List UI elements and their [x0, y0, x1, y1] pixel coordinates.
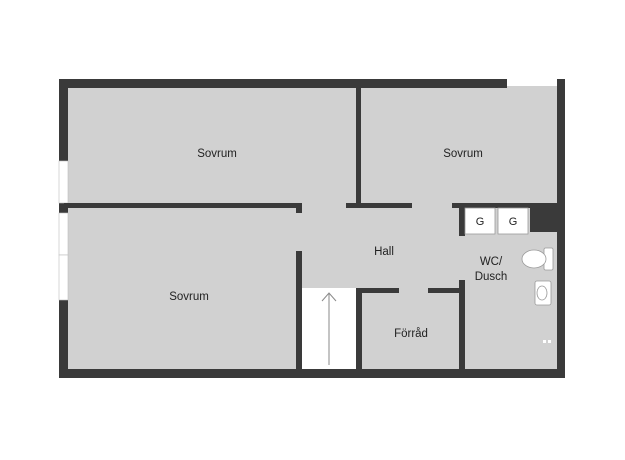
- shower-drain-icon: [543, 340, 551, 343]
- room-label-hall: Hall: [374, 246, 394, 258]
- outer-walls: [59, 79, 565, 378]
- room-label-sovrum-bottom-left: Sovrum: [169, 291, 209, 303]
- closet-units: [464, 207, 529, 235]
- room-label-forrad: Förråd: [394, 328, 428, 340]
- closet-label-g1: G: [476, 216, 485, 228]
- room-label-wc-line2: Dusch: [475, 271, 508, 283]
- room-label-sovrum-top-right: Sovrum: [443, 148, 483, 160]
- window-top-right: [507, 79, 557, 86]
- interior-walls: [64, 84, 557, 374]
- sink-icon: [534, 280, 552, 306]
- room-label-wc-line1: WC/: [480, 256, 503, 268]
- staircase: [301, 288, 358, 370]
- closet-label-g2: G: [509, 216, 518, 228]
- toilet-icon: [521, 247, 554, 271]
- room-label-sovrum-top-left: Sovrum: [197, 148, 237, 160]
- windows-left: [58, 160, 69, 301]
